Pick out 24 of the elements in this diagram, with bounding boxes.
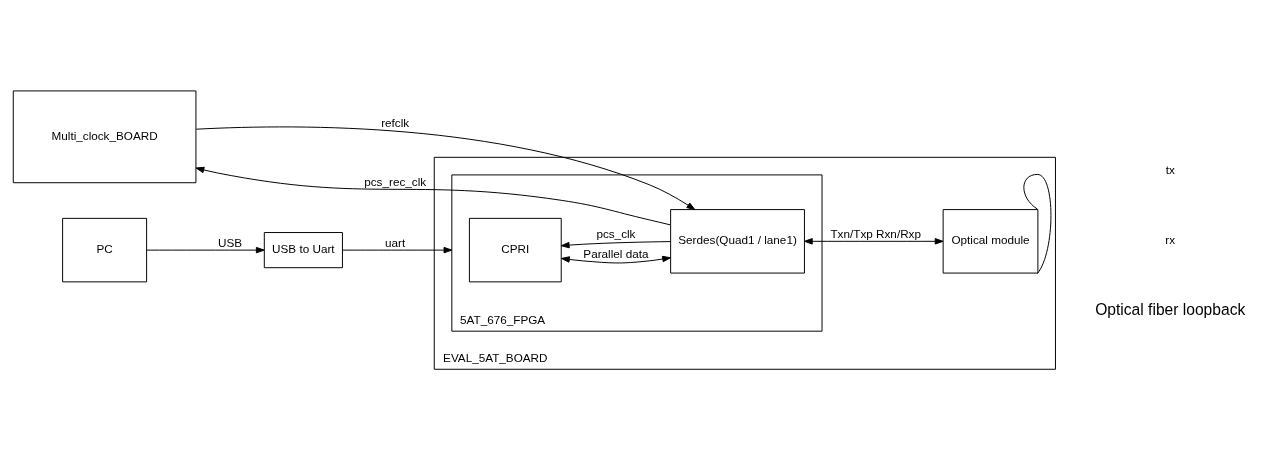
connector	[1023, 173, 1052, 275]
edge-label: Parallel data	[583, 246, 649, 260]
arrow	[195, 166, 671, 226]
node-box: PC	[62, 217, 148, 283]
edge-label: refclk	[381, 115, 410, 129]
node-box: Optical module	[942, 209, 1039, 274]
edge-label: uart	[385, 235, 406, 249]
edge-label: Txn/Txp Rxn/Rxp	[830, 227, 922, 240]
node-box: Serdes(Quad1 / lane1)	[670, 209, 805, 274]
arrow	[342, 246, 453, 254]
node-box: USB to Uart	[263, 232, 343, 269]
label: Optical fiber loopback	[1095, 301, 1246, 319]
arrow	[561, 255, 671, 264]
arrow	[803, 238, 944, 245]
label: rx	[1165, 233, 1176, 247]
arrow	[560, 241, 671, 249]
arrow	[195, 126, 696, 211]
edge-label: USB	[218, 235, 243, 249]
edge-label: pcs_clk	[596, 227, 636, 240]
node-box: CPRI	[468, 217, 562, 283]
label: tx	[1165, 163, 1175, 177]
arrow	[146, 246, 265, 254]
edge-label: pcs_rec_clk	[364, 175, 427, 189]
node-box: Multi_clock_BOARD	[12, 90, 197, 184]
